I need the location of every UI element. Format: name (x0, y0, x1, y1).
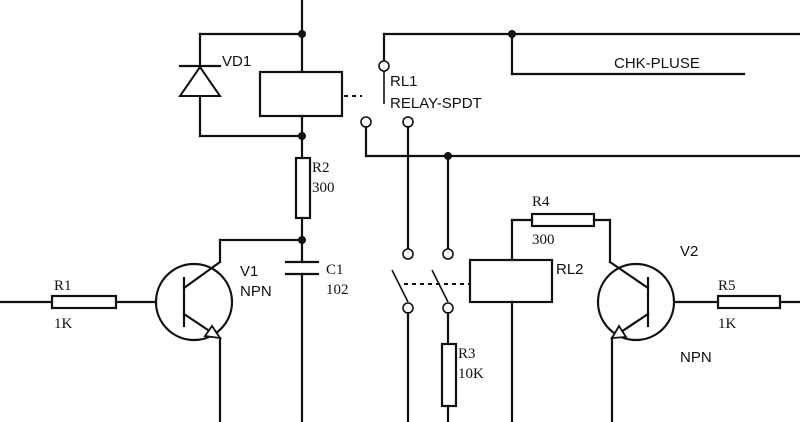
label-r1: R1 (54, 278, 72, 294)
relay-coil-rl2 (468, 258, 554, 304)
resistor-r1 (50, 294, 118, 310)
label-v1: V1 (240, 263, 258, 280)
label-rl1-type: RELAY-SPDT (390, 95, 482, 112)
diode-vd1 (178, 64, 222, 97)
label-r5: R5 (718, 278, 736, 294)
resistor-r5 (716, 294, 782, 310)
label-c1-value: 102 (326, 282, 349, 298)
transistor-v1 (154, 260, 234, 422)
resistor-r4 (530, 212, 596, 228)
transistor-v2 (596, 260, 676, 422)
resistor-r3 (440, 342, 458, 408)
relay-rl1-contacts (360, 32, 800, 250)
label-r2-value: 300 (312, 180, 335, 196)
label-rl2: RL2 (556, 261, 584, 278)
resistor-r2 (294, 156, 312, 220)
label-vd1: VD1 (222, 53, 251, 70)
relay-rl2-contacts (391, 248, 454, 422)
label-v2: V2 (680, 243, 698, 260)
supply-wire (198, 0, 304, 160)
junction-dot (298, 132, 306, 140)
label-v2-type: NPN (680, 349, 712, 366)
relay-coil-rl1 (258, 70, 344, 118)
label-r5-value: 1K (718, 316, 737, 332)
label-r2: R2 (312, 160, 330, 176)
junction-dot (298, 30, 306, 38)
label-r3: R3 (458, 346, 476, 362)
label-r1-value: 1K (54, 316, 73, 332)
label-rl1: RL1 (390, 73, 418, 90)
label-r4-value: 300 (532, 232, 555, 248)
label-r4: R4 (532, 194, 550, 210)
label-chk-pluse: CHK-PLUSE (614, 55, 700, 72)
junction-dot (444, 152, 452, 160)
label-c1: C1 (326, 262, 344, 278)
label-r3-value: 10K (458, 366, 484, 382)
junction-dot (508, 30, 516, 38)
label-v1-type: NPN (240, 283, 272, 300)
